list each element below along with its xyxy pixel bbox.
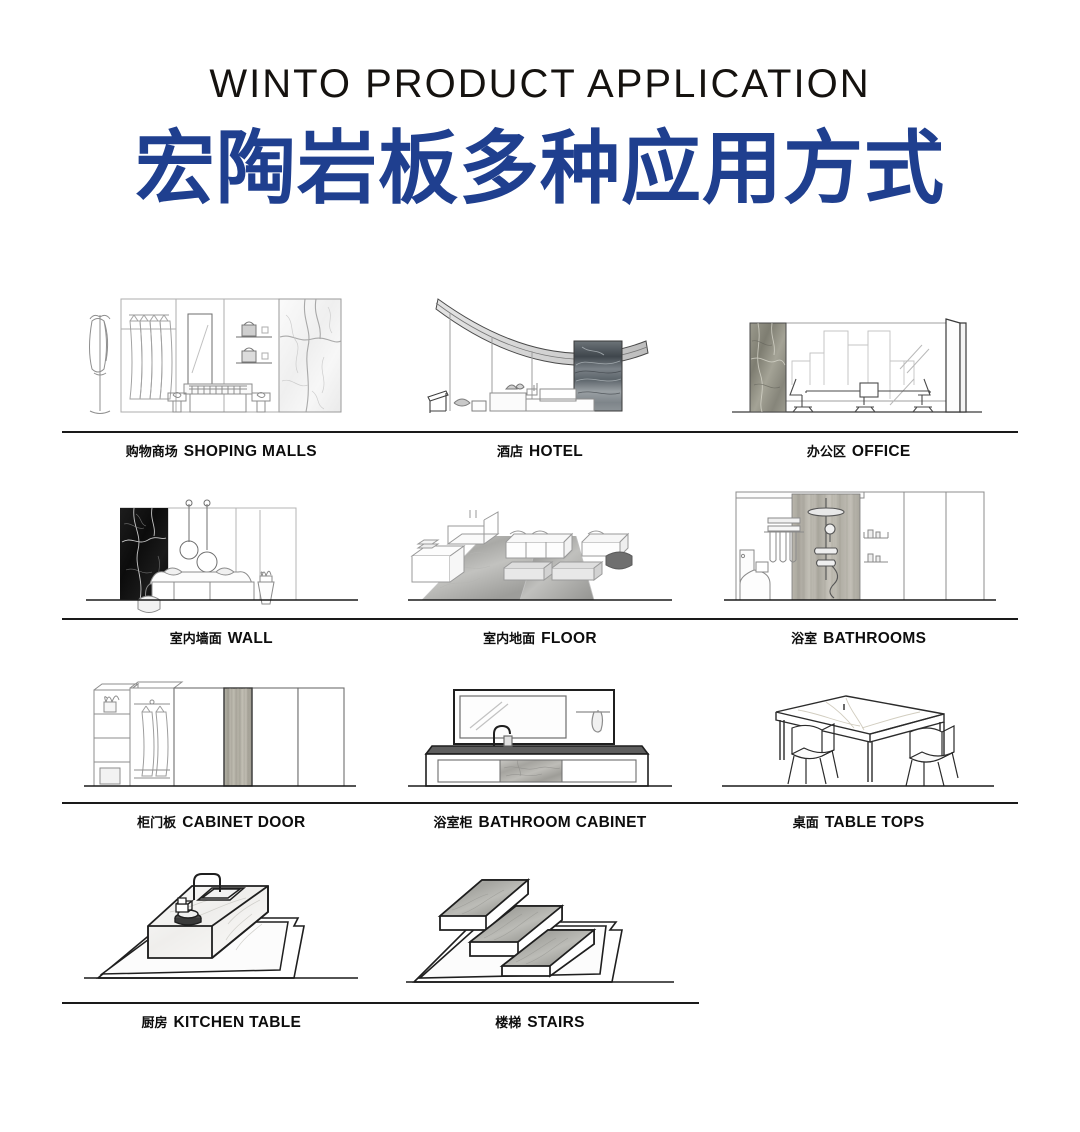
art-container [62,462,381,618]
application-grid: 购物商场 SHOPING MALLS [0,272,1080,1033]
application-card-floor[interactable]: 室内地面 FLOOR [380,462,700,649]
card-caption: 桌面 TABLE TOPS [793,813,925,833]
card-baseline [62,431,381,434]
card-baseline [380,431,700,434]
page-title-english: WINTO PRODUCT APPLICATION [209,62,871,106]
floor-illustration [408,510,672,602]
caption-english: HOTEL [529,443,584,461]
application-card-hotel[interactable]: 酒店 HOTEL [380,272,700,462]
art-container [381,462,700,618]
office-illustration [731,318,982,413]
card-caption: 厨房 KITCHEN TABLE [142,1013,302,1033]
caption-chinese: 柜门板 [137,816,177,832]
application-card-bathroom-cabinet[interactable]: 浴室柜 BATHROOM CABINET [380,649,700,833]
application-card-kitchen-table[interactable]: 厨房 KITCHEN TABLE [62,833,381,1033]
art-container [381,833,700,1002]
caption-english: KITCHEN TABLE [173,1014,302,1032]
wall-illustration [86,499,359,614]
application-card-stairs[interactable]: 楼梯 STAIRS [380,833,700,1033]
caption-english: CABINET DOOR [182,814,306,832]
caption-english: OFFICE [851,443,911,461]
card-baseline [62,618,381,621]
card-caption: 办公区 OFFICE [807,442,911,462]
caption-english: STAIRS [527,1014,585,1032]
card-caption: 酒店 HOTEL [497,442,583,462]
card-caption: 楼梯 STAIRS [495,1013,585,1033]
art-container [381,272,700,431]
caption-english: SHOPING MALLS [183,443,317,461]
art-container [699,272,1018,431]
caption-english: TABLE TOPS [824,814,925,832]
caption-chinese: 室内墙面 [169,632,222,648]
card-caption: 购物商场 SHOPING MALLS [126,442,317,462]
art-container [62,833,381,1002]
grid-row: 厨房 KITCHEN TABLE [62,833,1018,1033]
card-caption: 室内墙面 WALL [170,629,273,649]
card-caption: 浴室 BATHROOMS [791,629,926,649]
card-baseline [62,1002,381,1005]
grid-row: 柜门板 CABINET DOOR [62,649,1019,833]
application-card-shopping-malls[interactable]: 购物商场 SHOPING MALLS [62,272,381,462]
art-container [62,272,381,431]
card-baseline [62,802,381,805]
card-baseline [699,431,1019,434]
caption-chinese: 室内地面 [483,632,536,648]
application-card-cabinet-door[interactable]: 柜门板 CABINET DOOR [62,649,381,833]
card-caption: 浴室柜 BATHROOM CABINET [433,813,646,833]
kitchen-table-illustration [84,873,359,980]
card-baseline [380,618,700,621]
table-tops-illustration [721,695,994,788]
application-card-table-tops[interactable]: 桌面 TABLE TOPS [699,649,1019,833]
caption-english: BATHROOM CABINET [478,814,647,832]
hotel-illustration [427,298,649,414]
poster-header: WINTO PRODUCT APPLICATION 宏陶岩板多种应用方式 [0,0,1080,216]
caption-chinese: 浴室 [791,632,818,648]
stairs-illustration [406,878,674,984]
card-baseline [380,802,700,805]
art-container [62,649,381,802]
caption-chinese: 厨房 [141,1016,168,1032]
art-container [699,462,1018,618]
art-container [381,649,700,802]
shopping-mall-illustration [89,298,342,415]
grid-row: 购物商场 SHOPING MALLS [62,272,1019,462]
caption-english: BATHROOMS [823,630,927,648]
grid-row: 室内墙面 WALL [62,462,1019,649]
page-title-chinese: 宏陶岩板多种应用方式 [135,122,945,215]
caption-chinese: 桌面 [792,816,819,832]
art-container [699,649,1018,802]
bathroom-cabinet-illustration [408,689,672,788]
caption-chinese: 办公区 [806,445,846,461]
card-caption: 柜门板 CABINET DOOR [137,813,305,833]
bathroom-illustration [723,491,996,602]
application-card-bathrooms[interactable]: 浴室 BATHROOMS [699,462,1019,649]
card-caption: 室内地面 FLOOR [483,629,597,649]
card-baseline [699,802,1019,805]
application-card-office[interactable]: 办公区 OFFICE [699,272,1019,462]
cabinet-door-illustration [84,681,357,788]
card-baseline [699,618,1019,621]
card-baseline [380,1002,700,1005]
caption-english: WALL [227,630,273,648]
application-card-wall[interactable]: 室内墙面 WALL [62,462,381,649]
caption-english: FLOOR [541,630,597,648]
caption-chinese: 酒店 [496,445,523,461]
caption-chinese: 楼梯 [495,1016,522,1032]
caption-chinese: 浴室柜 [433,816,473,832]
caption-chinese: 购物商场 [125,445,178,461]
